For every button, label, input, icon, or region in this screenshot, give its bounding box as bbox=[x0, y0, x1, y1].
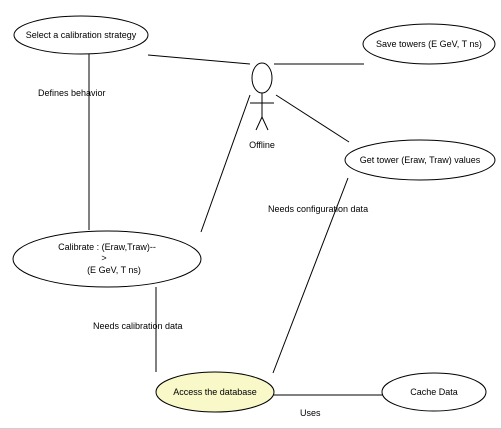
actor-right-leg bbox=[261, 116, 269, 131]
actor-label: Offline bbox=[249, 140, 275, 150]
line-get-tower-to-database bbox=[272, 177, 349, 374]
label-uses: Uses bbox=[300, 408, 321, 418]
line-actor-to-get-tower bbox=[275, 94, 350, 143]
usecase-calibrate-label-line3: (E GeV, T ns) bbox=[87, 265, 141, 275]
usecase-select-strategy-label: Select a calibration strategy bbox=[26, 30, 137, 40]
usecase-save-towers-shape bbox=[362, 23, 496, 65]
usecase-get-tower-shape bbox=[344, 139, 496, 181]
actor-head bbox=[251, 62, 273, 94]
usecase-calibrate-label-line1: Calibrate : (Eraw,Traw)-- bbox=[58, 242, 156, 252]
usecase-cache-data[interactable]: Cache Data bbox=[381, 372, 487, 412]
usecase-access-database-label: Access the database bbox=[173, 387, 257, 397]
usecase-get-tower[interactable]: Get tower (Eraw, Traw) values bbox=[344, 139, 496, 181]
usecase-access-database[interactable]: Access the database bbox=[155, 371, 275, 413]
usecase-access-database-shape bbox=[155, 371, 275, 413]
usecase-get-tower-label: Get tower (Eraw, Traw) values bbox=[360, 155, 481, 165]
usecase-calibrate[interactable]: Calibrate : (Eraw,Traw)-- > (E GeV, T ns… bbox=[12, 230, 202, 288]
usecase-cache-data-shape bbox=[381, 372, 487, 412]
label-needs-calibration-data: Needs calibration data bbox=[93, 321, 183, 331]
usecase-cache-data-label: Cache Data bbox=[410, 387, 458, 397]
label-defines-behavior: Defines behavior bbox=[38, 88, 106, 98]
usecase-calibrate-label-line2: > bbox=[101, 253, 106, 263]
label-needs-configuration-data: Needs configuration data bbox=[268, 204, 368, 214]
actor-offline[interactable] bbox=[250, 62, 274, 131]
usecase-select-strategy[interactable]: Select a calibration strategy bbox=[13, 15, 149, 55]
line-select-to-actor bbox=[147, 54, 251, 65]
usecase-save-towers[interactable]: Save towers (E GeV, T ns) bbox=[362, 23, 496, 65]
line-actor-to-calibrate bbox=[200, 94, 251, 233]
actor-left-leg bbox=[255, 116, 263, 131]
usecase-calibrate-shape bbox=[12, 230, 202, 288]
usecase-save-towers-label: Save towers (E GeV, T ns) bbox=[376, 39, 482, 49]
usecase-select-strategy-shape bbox=[13, 15, 149, 55]
